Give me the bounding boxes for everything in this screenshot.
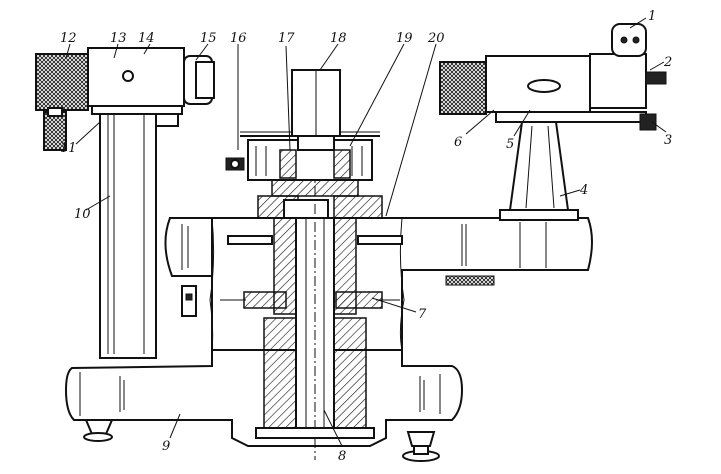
label-15: 15	[200, 31, 217, 46]
label-19: 19	[396, 31, 413, 46]
label-5: 5	[506, 137, 514, 152]
leader-lines	[65, 17, 667, 447]
label-1: 1	[648, 9, 656, 24]
label-16: 16	[230, 31, 247, 46]
top-drum	[225, 131, 380, 197]
label-17: 17	[278, 31, 295, 46]
label-9: 9	[162, 439, 170, 454]
label-13: 13	[110, 31, 127, 46]
label-11: 11	[60, 141, 77, 156]
number-labels: 1 2 3 4 5 6 7 8 9 10 11 12 13 14 15 16 1…	[60, 9, 672, 464]
label-10: 10	[74, 207, 91, 222]
right-support	[499, 121, 579, 221]
central-spindle	[220, 150, 403, 460]
label-4: 4	[579, 183, 588, 198]
label-2: 2	[663, 55, 672, 70]
right-telescope	[439, 23, 667, 131]
label-12: 12	[60, 31, 77, 46]
label-18: 18	[330, 31, 347, 46]
vertical-column	[291, 69, 341, 151]
label-20: 20	[427, 31, 445, 46]
label-6: 6	[454, 135, 462, 150]
label-3: 3	[664, 133, 672, 148]
left-telescope	[35, 47, 215, 151]
label-8: 8	[338, 449, 346, 464]
label-14: 14	[138, 31, 155, 46]
label-7: 7	[418, 307, 427, 322]
